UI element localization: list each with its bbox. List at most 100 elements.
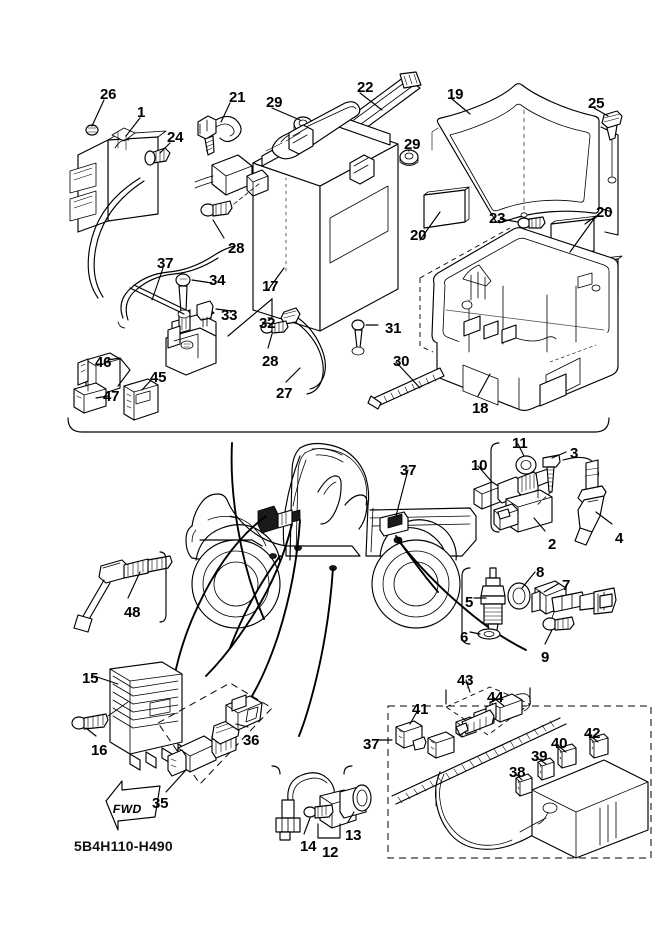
callout-45: 45: [150, 369, 167, 386]
callout-30: 30: [393, 353, 410, 370]
callout-11: 11: [512, 435, 528, 452]
callout-7: 7: [562, 577, 571, 594]
part-9-bolt: [542, 611, 575, 631]
part-41-connector: [395, 720, 427, 751]
callout-44: 44: [487, 689, 504, 706]
part-18-battery-box: [419, 227, 619, 412]
callout-leaders: [85, 92, 613, 835]
part-31-bolt: [351, 319, 365, 356]
fwd-direction-arrow: [105, 780, 161, 831]
part-42-fuse: [589, 733, 609, 759]
callout-37: 37: [400, 462, 417, 479]
harness-wire-from-relay-1: [87, 177, 145, 299]
callout-1: 1: [137, 104, 146, 121]
part-4-plug-cap: [562, 456, 607, 546]
part-10-sensor: [473, 468, 551, 510]
callout-34: 34: [209, 272, 226, 289]
callout-26: 26: [100, 86, 117, 103]
part-28-bolt-lower: [260, 320, 289, 334]
callout-32: 32: [259, 315, 276, 332]
connector-secondary: [427, 731, 455, 759]
callout-19: 19: [447, 86, 464, 103]
group-brackets: [461, 442, 500, 645]
callout-14: 14: [300, 838, 317, 855]
part-39-fuse: [537, 757, 555, 781]
part-24-screw: [144, 147, 171, 166]
callout-20: 20: [410, 227, 427, 244]
part-16-bolt: [71, 701, 129, 730]
fuse-box: [531, 759, 649, 859]
callout-12: 12: [322, 844, 339, 861]
callout-35: 35: [152, 795, 169, 812]
part-8-oring: [507, 582, 531, 610]
callout-31: 31: [385, 320, 402, 337]
callout-37: 37: [363, 736, 380, 753]
part-20-plate-left: [423, 186, 470, 229]
part-5-spark-plug: [480, 567, 506, 637]
callout-28: 28: [262, 353, 279, 370]
callout-17: 17: [262, 278, 279, 295]
callout-10: 10: [471, 457, 488, 474]
vehicle-leader-lines: [169, 442, 527, 737]
part-25-grommet: [601, 110, 623, 184]
part-48-sensor: [73, 551, 173, 633]
fwd-label: FWD: [111, 802, 144, 816]
callout-23: 23: [489, 210, 506, 227]
callout-39: 39: [531, 748, 548, 765]
part-1-relay-box: [69, 127, 167, 233]
callout-41: 41: [412, 701, 429, 718]
callout-25: 25: [588, 95, 605, 112]
part-23-bolt: [517, 216, 546, 229]
part-35-36-sensor-assembly: [157, 682, 273, 785]
callout-40: 40: [551, 735, 568, 752]
callout-15: 15: [82, 670, 99, 687]
part-12-sensor-assembly: [271, 765, 372, 841]
harness-tail: [519, 817, 547, 833]
vehicle-illustration: [185, 442, 477, 629]
callout-43: 43: [457, 672, 474, 689]
part-6-gasket: [477, 628, 501, 640]
part-33-fuse: [196, 300, 214, 328]
callout-16: 16: [91, 742, 108, 759]
callout-5: 5: [465, 594, 474, 611]
callout-18: 18: [472, 400, 489, 417]
callout-13: 13: [345, 827, 362, 844]
callout-9: 9: [541, 649, 550, 666]
callout-21: 21: [229, 89, 246, 106]
callout-36: 36: [243, 732, 260, 749]
part-7-coil-assembly: [531, 580, 617, 615]
callout-2: 2: [548, 536, 557, 553]
callout-42: 42: [584, 725, 601, 742]
callout-29: 29: [266, 94, 283, 111]
part-17-battery: [252, 101, 399, 332]
part-27-battery-cable: [280, 307, 326, 395]
callout-28: 28: [228, 240, 245, 257]
callout-6: 6: [460, 629, 469, 646]
part-21-clamp: [197, 115, 242, 156]
callout-27: 27: [276, 385, 293, 402]
callout-47: 47: [103, 388, 120, 405]
diagram-part-number: 5B4H110-H490: [74, 838, 173, 854]
part-37-harness-top: [117, 245, 236, 329]
part-29-nut-right: [399, 149, 419, 166]
callout-8: 8: [536, 564, 545, 581]
leader-3-to-coil: [535, 491, 552, 507]
part-3-bolt: [542, 454, 561, 493]
part-28-connector-upper: [194, 154, 269, 217]
part-45-relay: [123, 378, 159, 421]
callout-22: 22: [357, 79, 374, 96]
panel-harness-dashed-box: [387, 705, 652, 859]
callout-48: 48: [124, 604, 141, 621]
part-37-wire-harness: [391, 717, 567, 850]
callout-37: 37: [157, 255, 174, 272]
part-47-relay: [73, 377, 107, 414]
part-11-oring: [515, 455, 537, 475]
callout-3: 3: [570, 445, 579, 462]
part-38-fuse: [515, 773, 533, 797]
part-19-cover-panel: [431, 83, 619, 236]
part-2-ignition-coil: [493, 489, 553, 533]
part-40-fuse: [557, 743, 577, 769]
callout-24: 24: [167, 129, 184, 146]
part-30-cable-tie: [367, 367, 445, 410]
